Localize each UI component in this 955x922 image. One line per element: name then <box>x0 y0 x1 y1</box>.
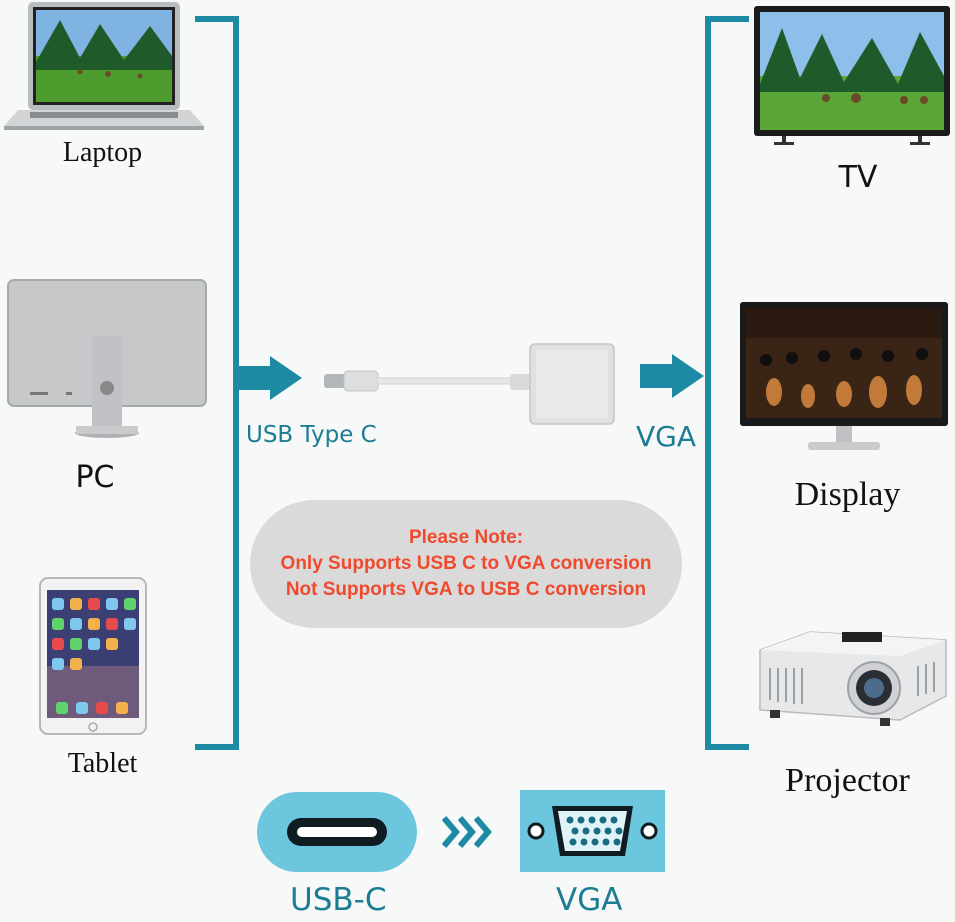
vga-port-label: VGA <box>556 882 623 918</box>
tv-label: TV <box>838 160 878 195</box>
laptop-label: Laptop <box>62 137 143 168</box>
display-icon <box>740 302 948 450</box>
right-bracket-vertical <box>705 16 711 750</box>
compatibility-note: Please Note: Only Supports USB C to VGA … <box>250 500 682 628</box>
vga-output-label: VGA <box>636 420 697 453</box>
projector-label: Projector <box>785 762 910 799</box>
output-arrow-icon <box>640 354 704 398</box>
usb-type-c-label: USB Type C <box>246 422 377 448</box>
tablet-icon <box>39 577 147 735</box>
left-bracket-bottom <box>195 744 239 750</box>
projector-icon <box>759 631 947 726</box>
input-arrow-icon <box>238 356 302 400</box>
tv-icon <box>754 6 950 145</box>
pc-label: PC <box>75 460 115 495</box>
left-bracket-top <box>195 16 239 22</box>
note-supports-line: Only Supports USB C to VGA conversion <box>280 553 652 574</box>
adapter-cable-icon <box>324 343 615 425</box>
pc-icon <box>7 279 207 438</box>
note-heading: Please Note: <box>408 527 524 548</box>
note-not-supports-line: Not Supports VGA to USB C conversion <box>285 579 647 600</box>
right-bracket-bottom <box>705 744 749 750</box>
tablet-label: Tablet <box>67 748 138 779</box>
laptop-icon <box>4 2 204 130</box>
display-label: Display <box>794 476 901 513</box>
left-bracket-vertical <box>233 16 239 750</box>
usb-c-port-icon <box>257 792 417 872</box>
usb-c-port-label: USB-C <box>290 882 387 918</box>
vga-port-icon <box>520 790 665 872</box>
right-bracket-top <box>705 16 749 22</box>
chevron-right-icon <box>441 816 492 848</box>
